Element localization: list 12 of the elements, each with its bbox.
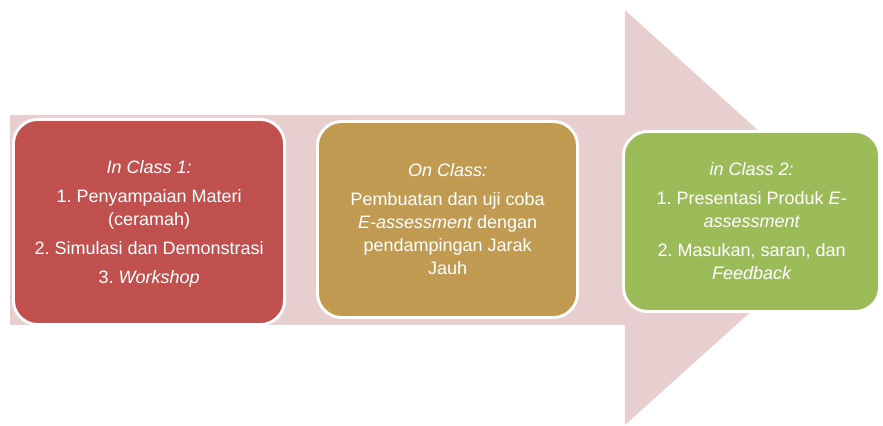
box-text: 1. Penyampaian Materi (ceramah) (55, 184, 243, 230)
box-text: 2. Simulasi dan Demonstrasi (34, 236, 264, 260)
box-heading: In Class 1: (106, 156, 192, 178)
process-box (622, 130, 881, 313)
box-text: 2. Masukan, saran, dan Feedback (656, 239, 847, 285)
box-text: 3. Workshop (98, 266, 200, 288)
process-box (316, 120, 579, 319)
box-text: 1. Presentasi Produk E-assessment (655, 187, 848, 233)
process-box (12, 118, 286, 326)
box-heading: On Class: (408, 159, 488, 182)
box-heading: in Class 2: (709, 158, 794, 181)
box-text: Pembuatan dan uji coba E-assessment dengan pendampingan Jarak Jauh (349, 188, 546, 280)
